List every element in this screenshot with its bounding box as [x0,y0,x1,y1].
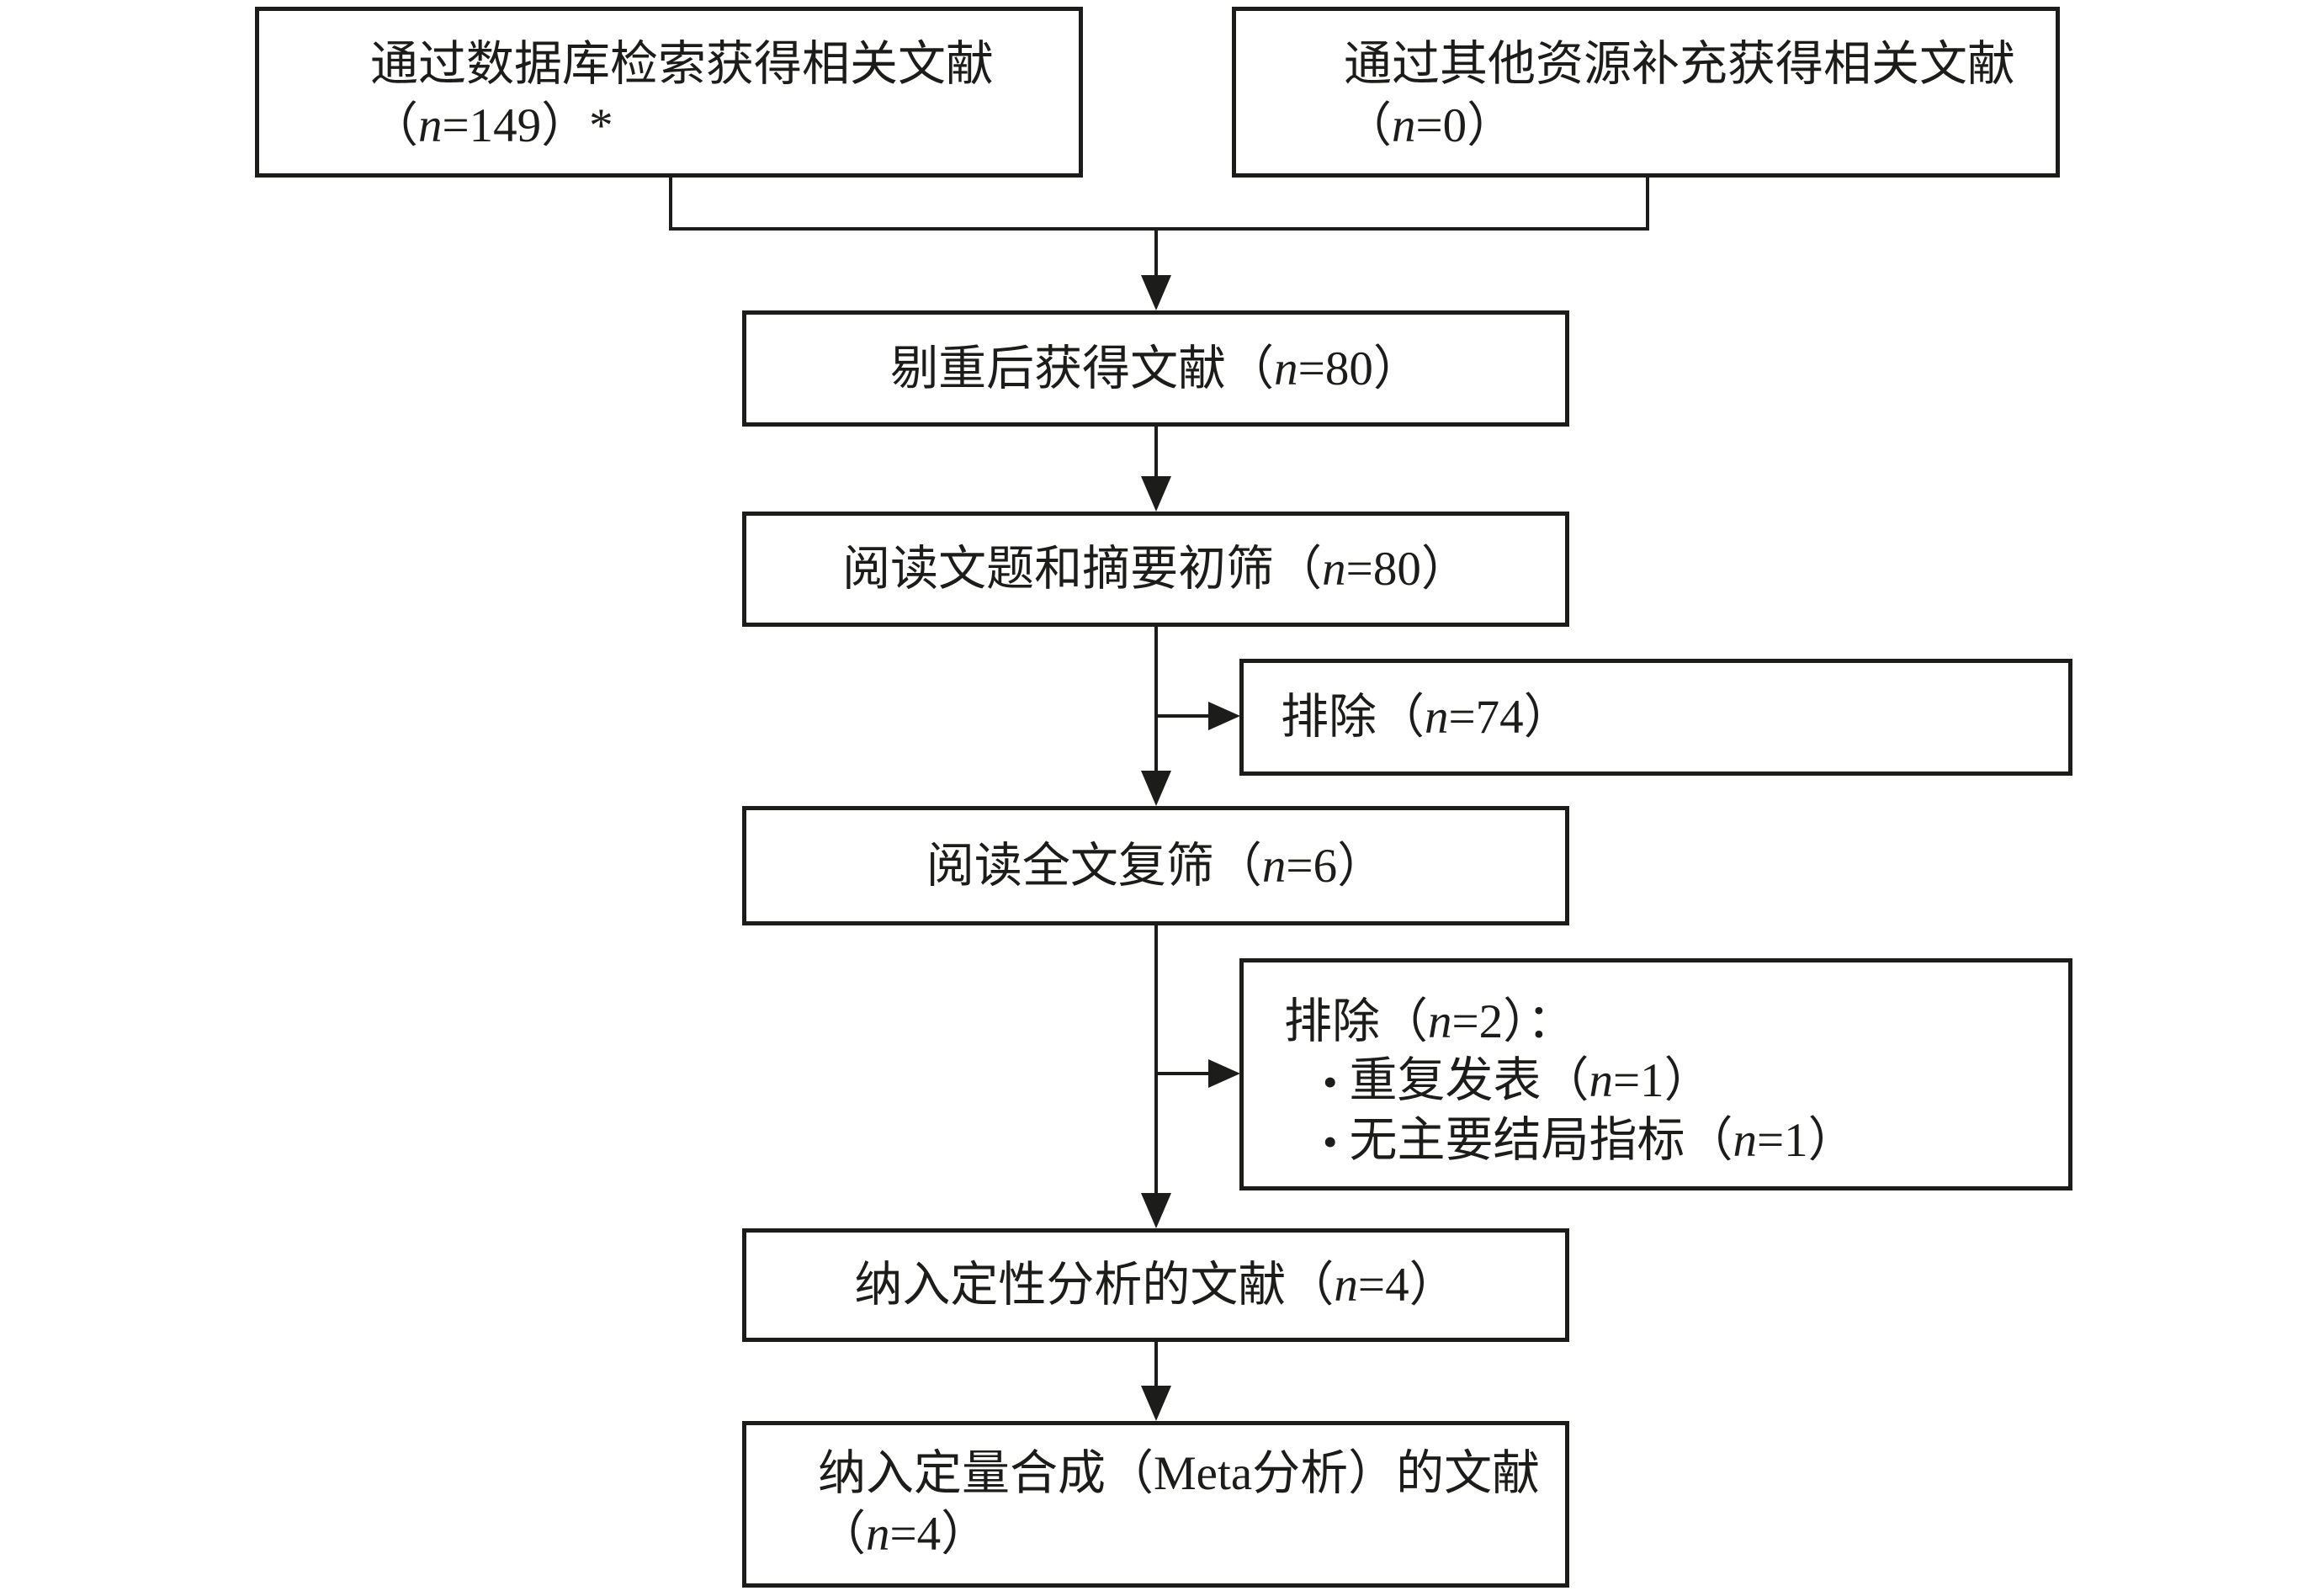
connector-qualitative-to-quantitative [1154,1342,1158,1387]
box-other-sources-line1: 通过其他资源补充获得相关文献 [1344,38,2015,91]
connector-dedup-to-screen1 [1154,427,1158,480]
box-database-search-line1: 通过数据库检索获得相关文献 [370,38,994,91]
box-title-abstract-screening: 阅读文题和摘要初筛（n=80） [742,512,1569,627]
box-fulltext-screening: 阅读全文复筛（n=6） [742,806,1569,925]
connector-left-stub [669,178,672,231]
box-database-search-line2: （n=149）* [370,99,613,152]
arrow-right-icon [1208,702,1240,730]
box-qualitative-analysis: 纳入定性分析的文献（n=4） [742,1228,1569,1342]
box-title-abstract-screening-label: 阅读文题和摘要初筛（n=80） [842,543,1469,596]
connector-screen1-to-screen2 [1154,627,1158,772]
bullet-icon: • [1323,1118,1338,1165]
box-deduplicated: 剔重后获得文献（n=80） [742,310,1569,427]
list-item: • 无主要结局指标（n=1） [1284,1111,2051,1171]
list-item-label: 无主要结局指标（n=1） [1349,1114,1856,1167]
arrow-down-icon [1141,476,1171,512]
box-quantitative-meta-analysis-line2: （n=4） [818,1508,990,1561]
box-quantitative-meta-analysis-line1: 纳入定量合成（Meta分析）的文献 [818,1447,1541,1500]
arrow-right-icon [1208,1059,1240,1088]
box-fulltext-screening-label: 阅读全文复筛（n=6） [926,839,1386,893]
connector-branch-excluded1 [1156,714,1212,718]
arrow-down-icon [1141,1193,1171,1228]
box-deduplicated-label: 剔重后获得文献（n=80） [890,342,1421,395]
arrow-down-icon [1141,771,1171,806]
connector-merge-to-dedup [1154,229,1158,278]
connector-screen2-to-qualitative [1154,925,1158,1195]
box-qualitative-analysis-label: 纳入定性分析的文献（n=4） [854,1259,1457,1312]
box-quantitative-meta-analysis: 纳入定量合成（Meta分析）的文献 （n=4） [742,1421,1569,1588]
box-excluded-initial: 排除（n=74） [1239,659,2072,776]
connector-right-stub [1646,178,1649,231]
box-excluded-fulltext: 排除（n=2）： • 重复发表（n=1） • 无主要结局指标（n=1） [1239,958,2072,1190]
arrow-down-icon [1141,275,1171,310]
box-excluded-initial-label: 排除（n=74） [1281,691,1572,744]
connector-merge-line [669,227,1649,231]
box-excluded-fulltext-heading: 排除（n=2）： [1284,995,1575,1048]
list-item: • 重复发表（n=1） [1284,1052,2051,1111]
bullet-icon: • [1323,1058,1338,1106]
arrow-down-icon [1141,1386,1171,1421]
box-other-sources-line2: （n=0） [1344,99,1515,152]
list-item-label: 重复发表（n=1） [1349,1054,1712,1107]
box-database-search: 通过数据库检索获得相关文献 （n=149）* [255,7,1083,178]
box-other-sources: 通过其他资源补充获得相关文献 （n=0） [1232,7,2060,178]
connector-branch-excluded2 [1156,1072,1212,1075]
